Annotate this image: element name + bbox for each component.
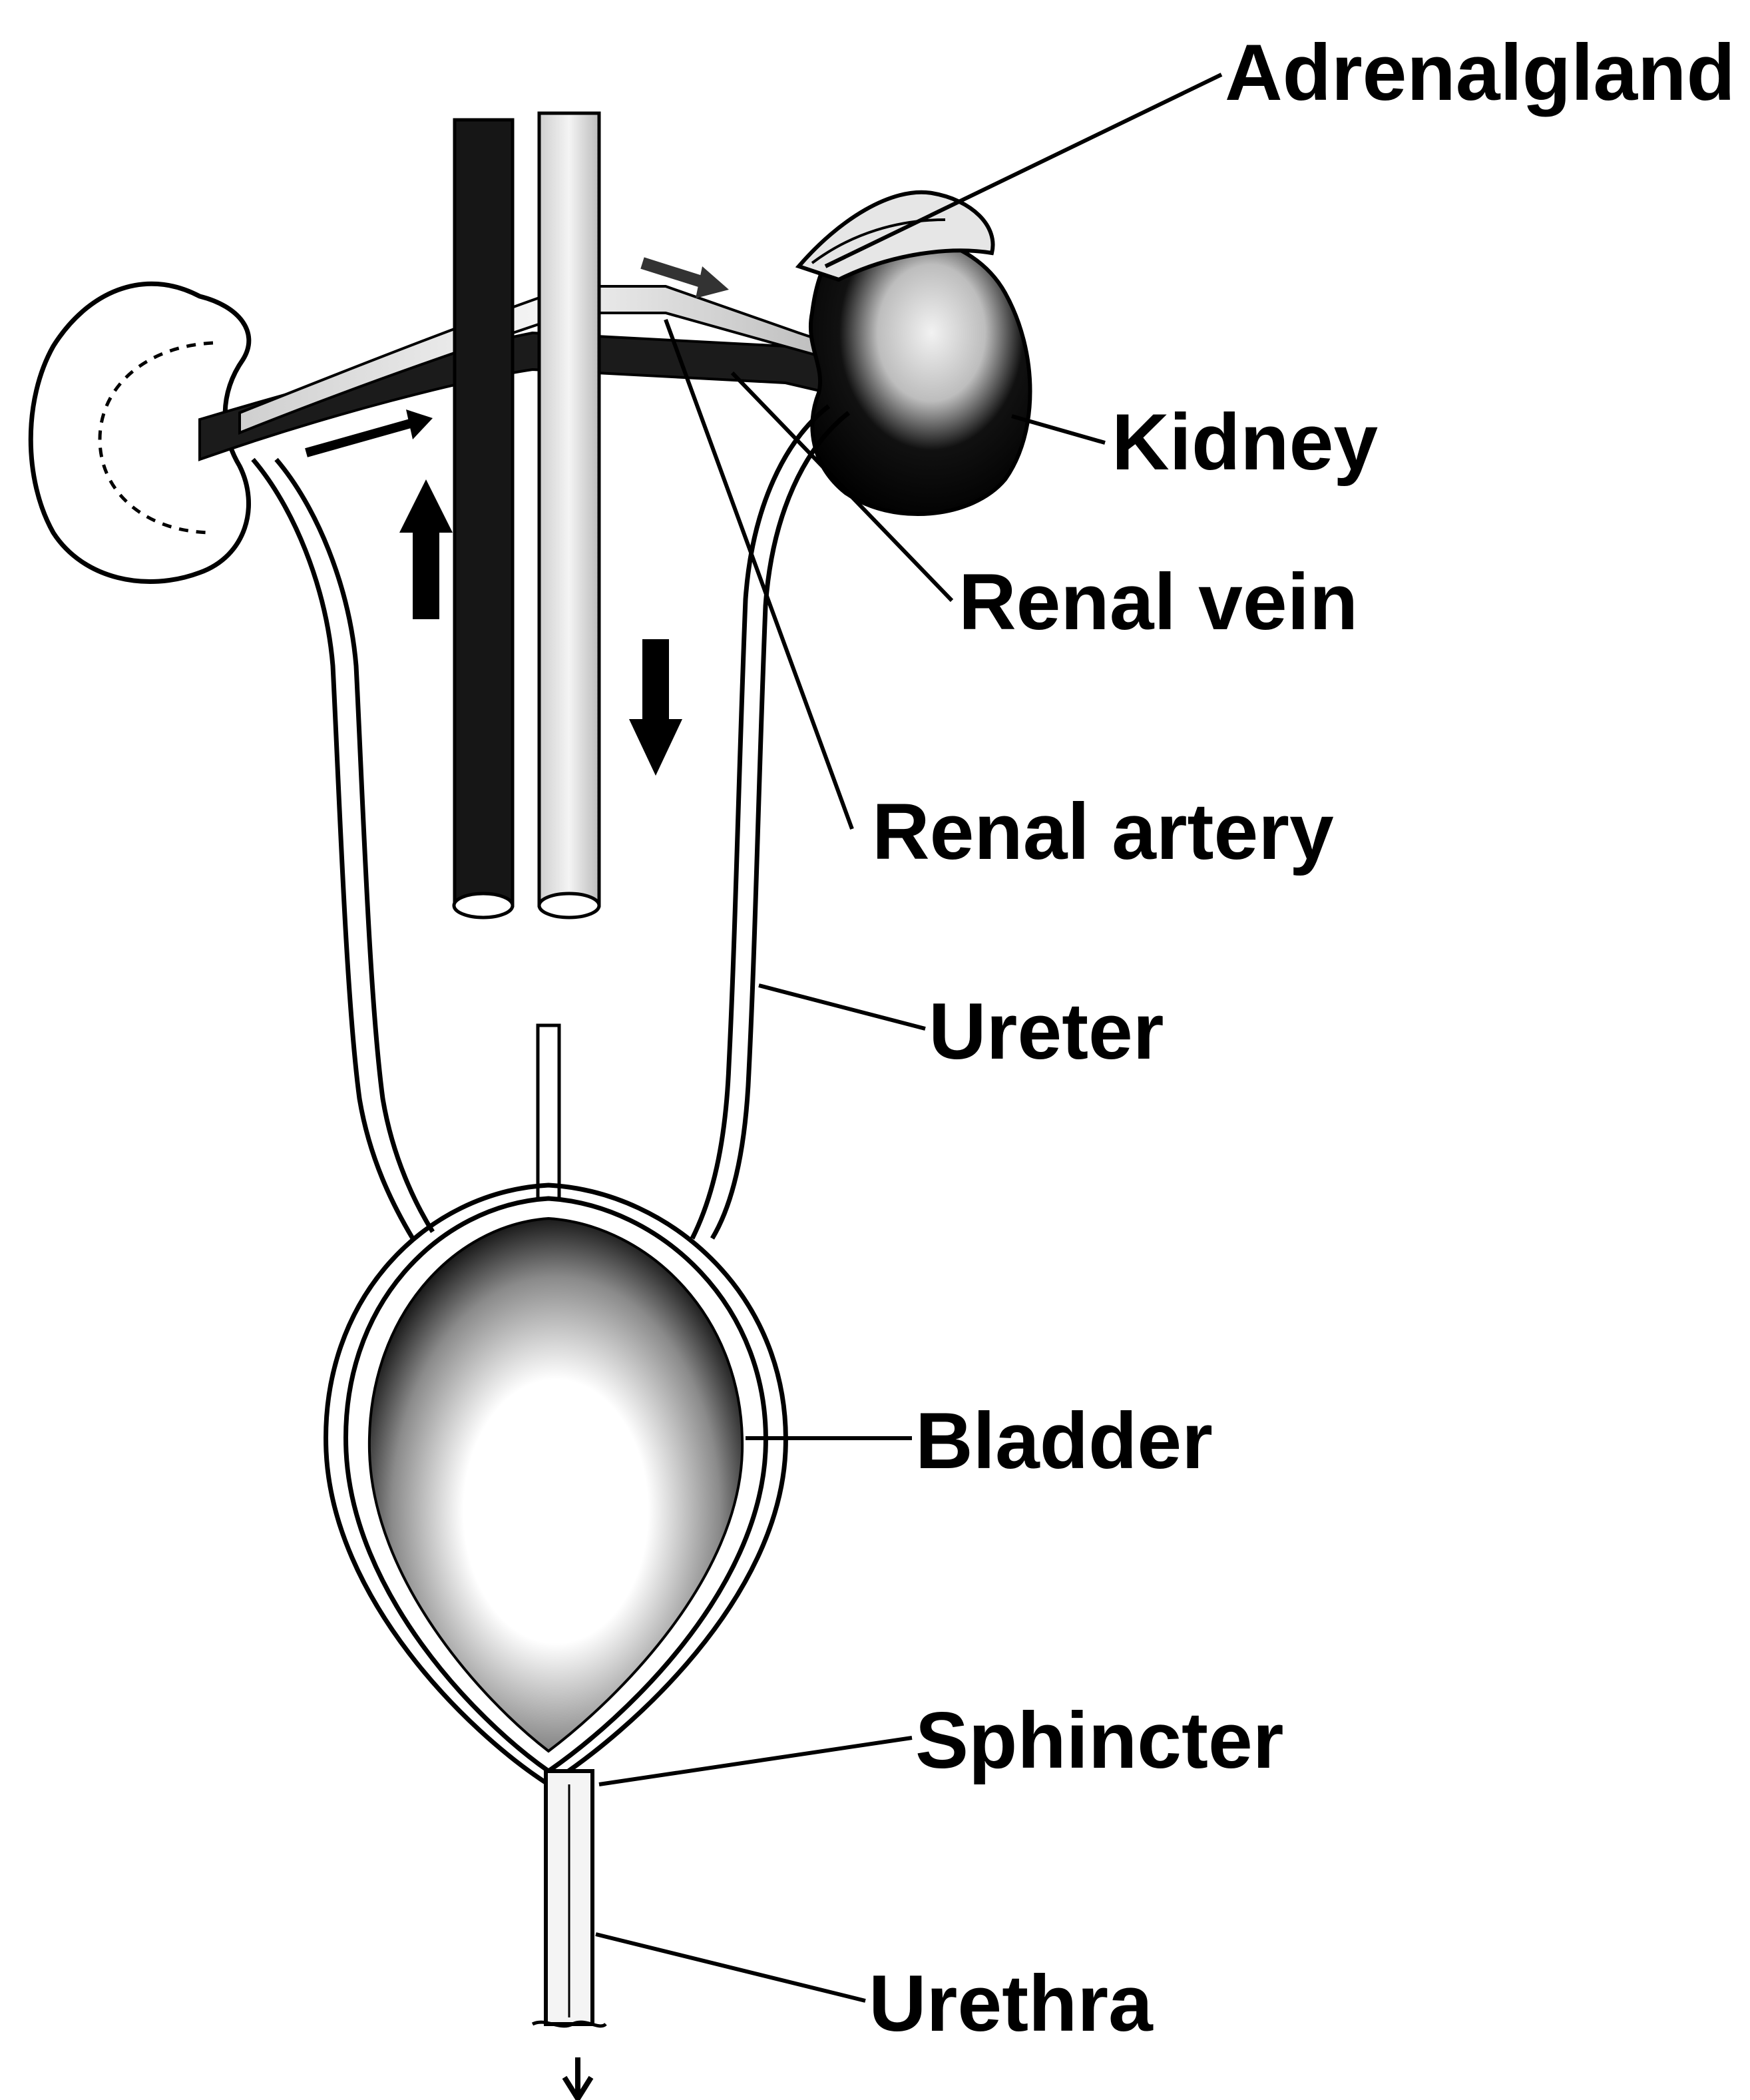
bladder bbox=[326, 1185, 786, 1784]
label-renal-artery: Renal artery bbox=[872, 787, 1334, 876]
label-renal-vein: Renal vein bbox=[959, 557, 1358, 647]
label-sphincter: Sphincter bbox=[915, 1696, 1283, 1785]
aorta bbox=[539, 113, 599, 918]
label-kidney: Kidney bbox=[1112, 397, 1378, 487]
label-adrenal-gland: Adrenalgland bbox=[1225, 28, 1735, 117]
urachus bbox=[538, 1025, 559, 1198]
vena-cava bbox=[454, 120, 513, 918]
label-urethra: Urethra bbox=[869, 1959, 1154, 2048]
label-ureter: Ureter bbox=[929, 987, 1164, 1076]
label-bladder: Bladder bbox=[915, 1396, 1213, 1485]
urethra bbox=[533, 1771, 606, 2099]
